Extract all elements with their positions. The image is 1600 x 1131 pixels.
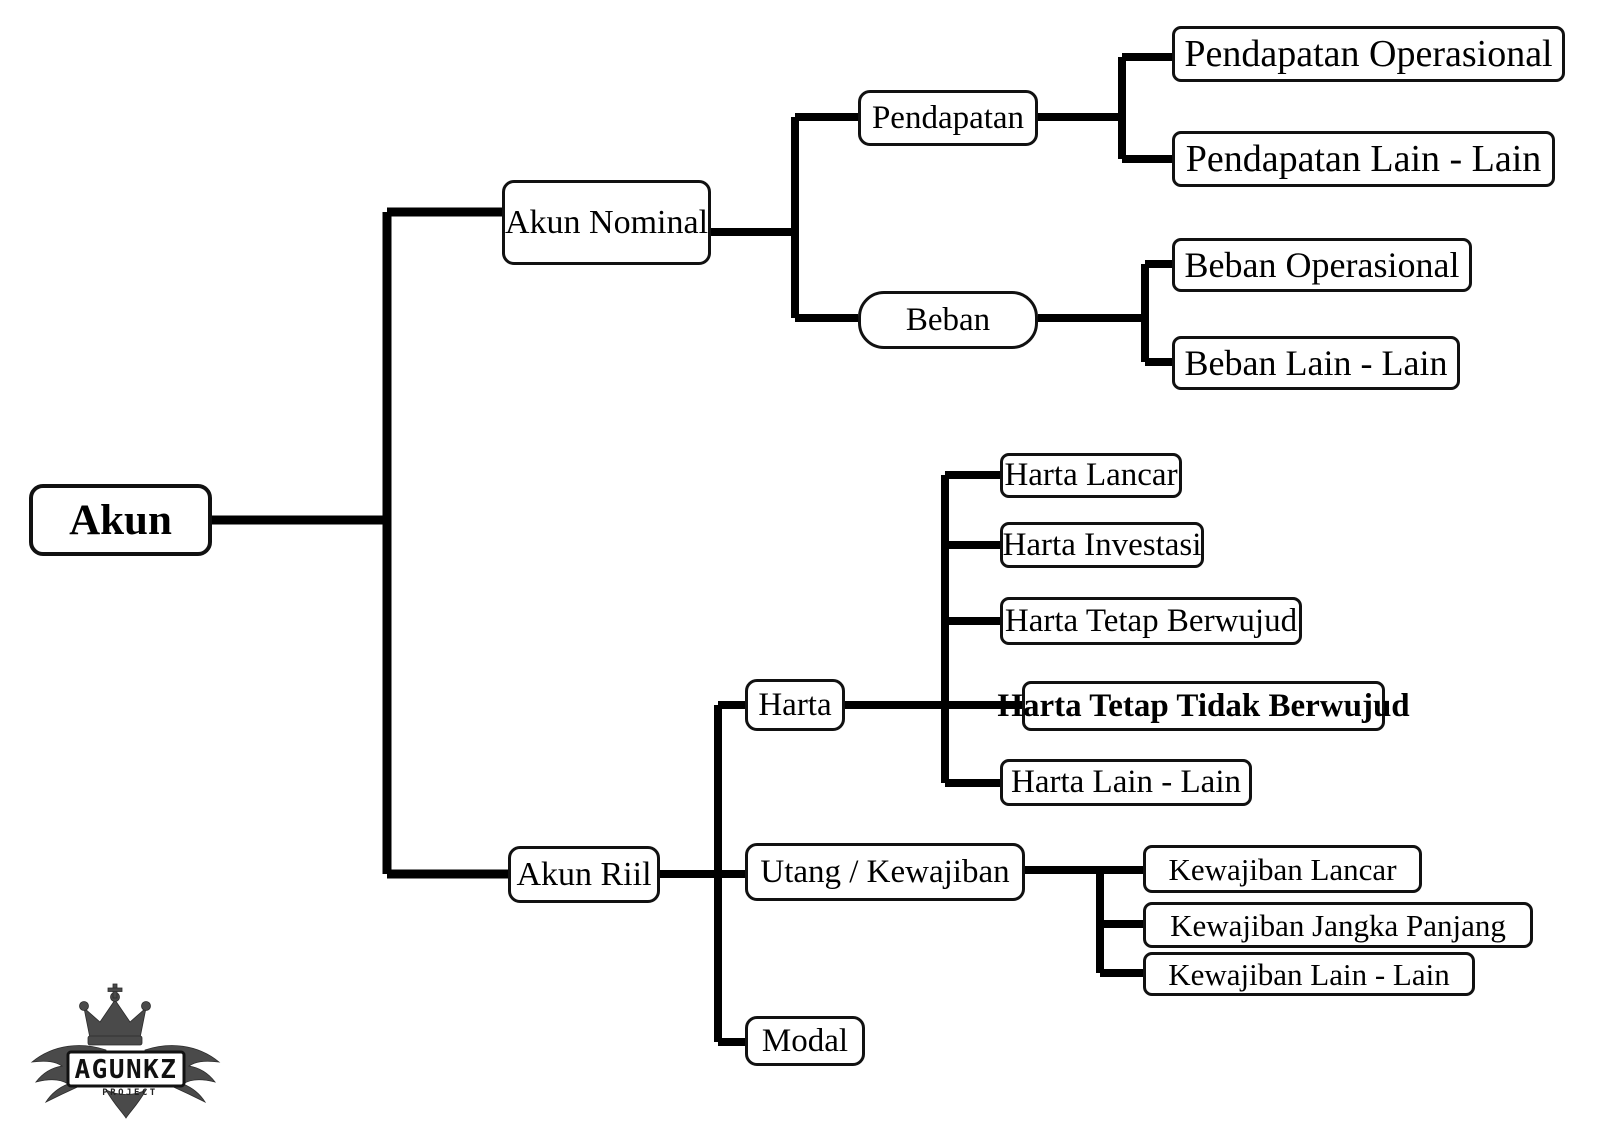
node-akun-riil-label: Akun Riil	[516, 855, 652, 893]
winged-crown-logo-icon: AGUNKZ PROJECT	[30, 983, 221, 1119]
node-harta-tetap-berwujud-label: Harta Tetap Berwujud	[1004, 602, 1298, 639]
node-harta-lancar-label: Harta Lancar	[1004, 457, 1178, 493]
node-beban-label: Beban	[905, 301, 991, 338]
node-kewajiban-jangka-panjang[interactable]: Kewajiban Jangka Panjang	[1143, 902, 1533, 948]
node-pendapatan-operasional[interactable]: Pendapatan Operasional	[1172, 26, 1565, 82]
node-beban-operasional-label: Beban Operasional	[1184, 245, 1460, 285]
node-kewajiban-jangka-panjang-label: Kewajiban Jangka Panjang	[1170, 907, 1506, 943]
logo-wordmark: AGUNKZ	[66, 1050, 186, 1088]
node-harta-lain-lain[interactable]: Harta Lain - Lain	[1000, 759, 1252, 806]
node-harta-tetap-tidak-berwujud-label: Harta Tetap Tidak Berwujud	[997, 687, 1410, 724]
logo-sub-text: PROJECT	[102, 1088, 157, 1098]
node-kewajiban-lain-lain[interactable]: Kewajiban Lain - Lain	[1143, 952, 1475, 996]
node-pendapatan-operasional-label: Pendapatan Operasional	[1184, 33, 1553, 75]
node-pendapatan-lain-lain[interactable]: Pendapatan Lain - Lain	[1172, 131, 1555, 187]
tail-feather-icon	[104, 1089, 148, 1119]
node-pendapatan-lain-lain-label: Pendapatan Lain - Lain	[1185, 138, 1542, 180]
node-akun-label: Akun	[69, 496, 172, 544]
node-harta-investasi-label: Harta Investasi	[1002, 526, 1202, 563]
node-beban-lain-lain-label: Beban Lain - Lain	[1184, 343, 1448, 383]
node-utang-kewajiban-label: Utang / Kewajiban	[760, 853, 1010, 890]
node-harta-tetap-berwujud[interactable]: Harta Tetap Berwujud	[1000, 597, 1302, 645]
node-akun-riil[interactable]: Akun Riil	[508, 846, 660, 903]
node-beban[interactable]: Beban	[858, 291, 1038, 349]
node-harta-tetap-tidak-berwujud[interactable]: Harta Tetap Tidak Berwujud	[997, 681, 1410, 731]
agunkz-project-logo: AGUNKZ PROJECT	[18, 978, 233, 1123]
node-harta-investasi[interactable]: Harta Investasi	[1000, 522, 1204, 568]
node-kewajiban-lancar-label: Kewajiban Lancar	[1168, 851, 1397, 887]
node-modal-label: Modal	[761, 1022, 849, 1059]
node-beban-lain-lain[interactable]: Beban Lain - Lain	[1172, 336, 1460, 390]
node-akun-nominal[interactable]: Akun Nominal	[502, 180, 711, 265]
node-kewajiban-lancar[interactable]: Kewajiban Lancar	[1143, 845, 1422, 893]
logo-brand-text: AGUNKZ	[75, 1055, 178, 1085]
node-pendapatan[interactable]: Pendapatan	[858, 90, 1038, 146]
node-pendapatan-label: Pendapatan	[871, 99, 1025, 136]
crown-icon	[79, 983, 151, 1046]
node-utang-kewajiban[interactable]: Utang / Kewajiban	[745, 843, 1025, 901]
node-harta-label: Harta	[758, 686, 832, 723]
node-modal[interactable]: Modal	[745, 1016, 865, 1066]
node-beban-operasional[interactable]: Beban Operasional	[1172, 238, 1472, 292]
node-akun[interactable]: Akun	[29, 484, 212, 556]
node-kewajiban-lain-lain-label: Kewajiban Lain - Lain	[1168, 956, 1450, 992]
node-harta-lain-lain-label: Harta Lain - Lain	[1011, 764, 1241, 800]
node-akun-nominal-label: Akun Nominal	[504, 203, 709, 241]
node-harta-lancar[interactable]: Harta Lancar	[1000, 453, 1182, 498]
node-harta[interactable]: Harta	[745, 679, 845, 731]
